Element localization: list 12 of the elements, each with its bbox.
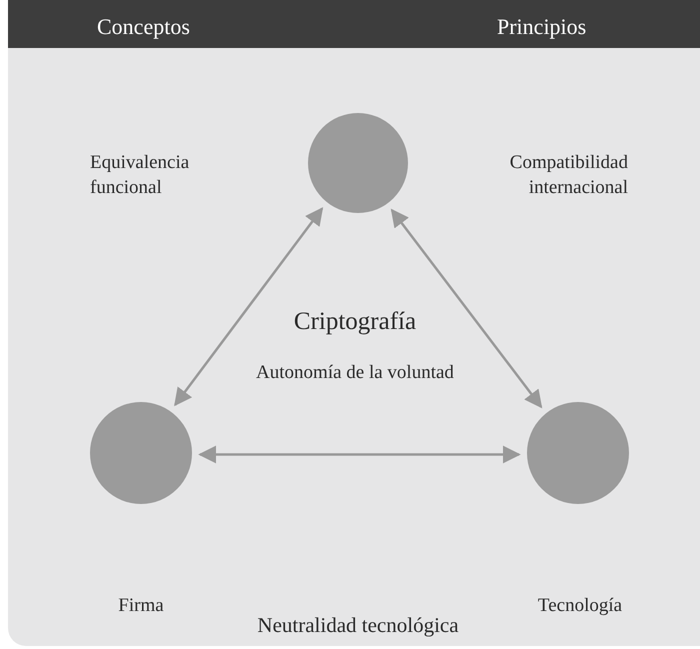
double-arrow bbox=[390, 208, 542, 408]
text-label: Autonomía de la voluntad bbox=[255, 361, 455, 385]
text-label: Firma bbox=[117, 594, 165, 618]
heading-label: Criptografía bbox=[292, 307, 418, 337]
text-label: Neutralidad tecnológica bbox=[256, 612, 460, 639]
double-arrow bbox=[198, 446, 521, 464]
text-label: Equivalencia funcional bbox=[90, 151, 190, 200]
text-label: Tecnología bbox=[536, 594, 624, 618]
text-label: Compatibilidad internacional bbox=[508, 151, 628, 200]
double-arrow bbox=[174, 207, 324, 406]
header-label: Principios bbox=[497, 13, 586, 41]
header-label: Conceptos bbox=[97, 13, 190, 41]
